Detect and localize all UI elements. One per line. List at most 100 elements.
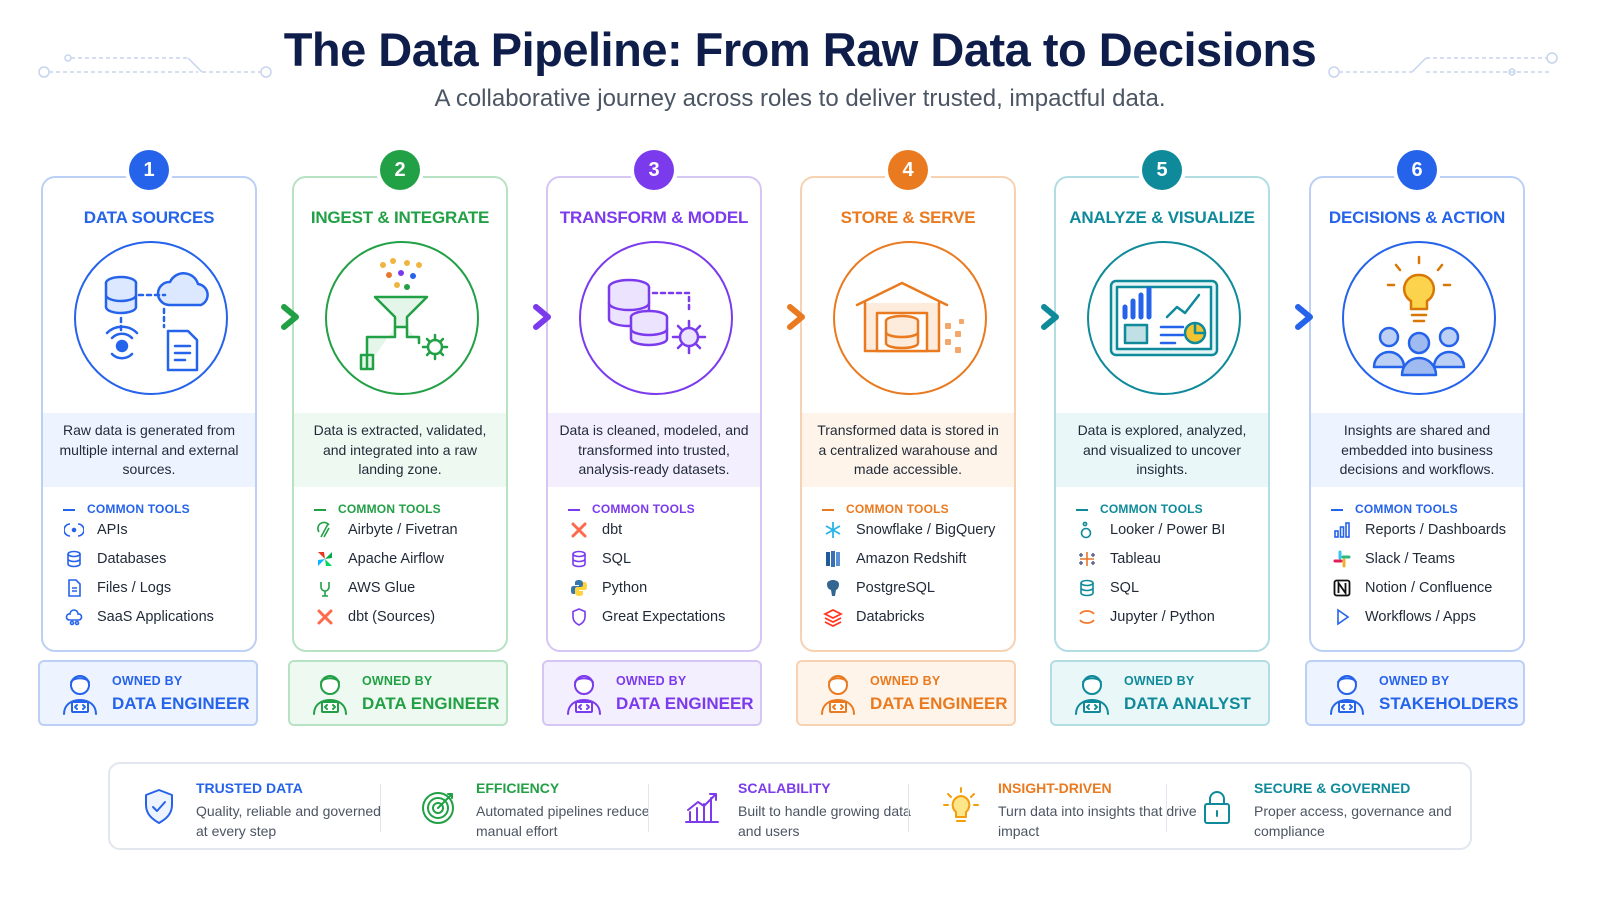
sql-icon — [1076, 577, 1098, 599]
tool-label: Databricks — [856, 609, 925, 625]
common-tools-heading: COMMON TOOLS — [1331, 502, 1458, 516]
benefit-title: SCALABILITY — [738, 780, 831, 796]
tool-label: Amazon Redshift — [856, 551, 967, 567]
snowflake-icon — [822, 519, 844, 541]
flow-arrow-icon — [495, 302, 556, 337]
owned-by-label: OWNED BY — [616, 674, 687, 688]
tool-label: Great Expectations — [602, 609, 726, 625]
common-tools-heading: COMMON TOOLS — [568, 502, 695, 516]
owner-box: OWNED BY DATA ENGINEER — [542, 660, 762, 726]
tool-label: Files / Logs — [97, 580, 172, 596]
stage-illustration — [1342, 241, 1496, 395]
signal-icon — [105, 325, 139, 360]
owned-by-label: OWNED BY — [362, 674, 433, 688]
stage-title: DECISIONS & ACTION — [1328, 208, 1506, 227]
tool-label: Apache Airflow — [348, 551, 444, 567]
sql-icon — [568, 548, 590, 570]
tool-item: dbt — [568, 518, 622, 542]
target-icon — [418, 786, 460, 833]
api-icon — [63, 519, 85, 541]
lock-icon — [1196, 786, 1238, 833]
page-title: The Data Pipeline: From Raw Data to Deci… — [283, 23, 1317, 76]
tool-label: Airbyte / Fivetran — [348, 522, 458, 538]
saas-icon — [63, 606, 85, 628]
stage-description: Transformed data is stored in a centrali… — [802, 413, 1014, 487]
tool-item: Files / Logs — [63, 576, 171, 600]
owner-box: OWNED BY DATA ENGINEER — [796, 660, 1016, 726]
redshift-icon — [822, 548, 844, 570]
tool-item: Slack / Teams — [1331, 547, 1455, 571]
stage-description: Raw data is generated from multiple inte… — [43, 413, 255, 487]
tool-label: SQL — [1110, 580, 1140, 596]
step-number-badge: 3 — [634, 150, 674, 190]
gear-icon — [671, 319, 707, 355]
tool-item: Snowflake / BigQuery — [822, 518, 995, 542]
tool-item: Databases — [63, 547, 166, 571]
tool-label: Tableau — [1110, 551, 1161, 567]
stage-title: STORE & SERVE — [840, 208, 976, 227]
line-chart-icon — [1165, 293, 1201, 319]
owner-role: DATA ENGINEER — [362, 694, 500, 713]
bar-chart-icon — [1122, 286, 1152, 320]
flow-arrow-icon — [1003, 302, 1064, 337]
benefit-description: Automated pipelines reduce manual effort — [476, 803, 650, 839]
stage-card: STORE & SERVE Transformed data is stored… — [800, 176, 1016, 652]
owner-role: STAKEHOLDERS — [1379, 694, 1519, 713]
database-icon — [63, 548, 85, 570]
postgres-icon — [822, 577, 844, 599]
person-icon — [306, 670, 354, 723]
owner-box: OWNED BY DATA ENGINEER — [288, 660, 508, 726]
owned-by-label: OWNED BY — [870, 674, 941, 688]
stage-illustration — [1087, 241, 1241, 395]
pie-chart-icon — [1183, 321, 1207, 345]
flow-arrow-icon — [749, 302, 810, 337]
people-icon — [1372, 326, 1466, 377]
tool-label: Notion / Confluence — [1365, 580, 1493, 596]
divider — [1166, 784, 1167, 832]
circuit-decoration-right — [1328, 52, 1558, 78]
owner-role: DATA ENGINEER — [616, 694, 754, 713]
tool-item: Notion / Confluence — [1331, 576, 1492, 600]
divider — [380, 784, 381, 832]
person-icon — [1068, 670, 1116, 723]
tool-label: Slack / Teams — [1365, 551, 1455, 567]
step-number-badge: 4 — [888, 150, 928, 190]
benefit-title: INSIGHT-DRIVEN — [998, 780, 1112, 796]
airflow-icon — [314, 548, 336, 570]
dbt-icon — [568, 519, 590, 541]
tool-item: dbt (Sources) — [314, 605, 435, 629]
step-number-badge: 1 — [129, 150, 169, 190]
benefit-description: Turn data into insights that drive impac… — [998, 803, 1197, 839]
owned-by-label: OWNED BY — [112, 674, 183, 688]
stage-illustration — [325, 241, 479, 395]
stage-illustration — [833, 241, 987, 395]
tool-item: Airbyte / Fivetran — [314, 518, 458, 542]
tool-item: Amazon Redshift — [822, 547, 966, 571]
looker-icon — [1076, 519, 1098, 541]
tool-label: SaaS Applications — [97, 609, 214, 625]
tool-label: Python — [602, 580, 648, 596]
tool-label: Snowflake / BigQuery — [856, 522, 996, 538]
tableau-icon — [1076, 548, 1098, 570]
python-icon — [568, 577, 590, 599]
shield-icon — [568, 606, 590, 628]
owner-box: OWNED BY DATA ENGINEER — [38, 660, 258, 726]
jupyter-icon — [1076, 606, 1098, 628]
benefit-description: Built to handle growing data and users — [738, 803, 911, 839]
tool-label: PostgreSQL — [856, 580, 935, 596]
person-icon — [1323, 670, 1371, 723]
stage-card: TRANSFORM & MODEL Data is cleaned, model… — [546, 176, 762, 652]
step-number-badge: 6 — [1397, 150, 1437, 190]
stage-description: Data is explored, analyzed, and visualiz… — [1056, 413, 1268, 487]
benefit-description: Proper access, governance and compliance — [1254, 803, 1452, 839]
stage-description: Insights are shared and embedded into bu… — [1311, 413, 1523, 487]
tool-item: Great Expectations — [568, 605, 725, 629]
stage-card: INGEST & INTEGRATE Data is extracted, va… — [292, 176, 508, 652]
tool-item: AWS Glue — [314, 576, 415, 600]
flow-arrow-icon — [1257, 302, 1318, 337]
report-icon — [1331, 519, 1353, 541]
tool-label: dbt — [602, 522, 623, 538]
stage-description: Data is cleaned, modeled, and transforme… — [548, 413, 760, 487]
stage-illustration — [74, 241, 228, 395]
file-icon — [63, 577, 85, 599]
